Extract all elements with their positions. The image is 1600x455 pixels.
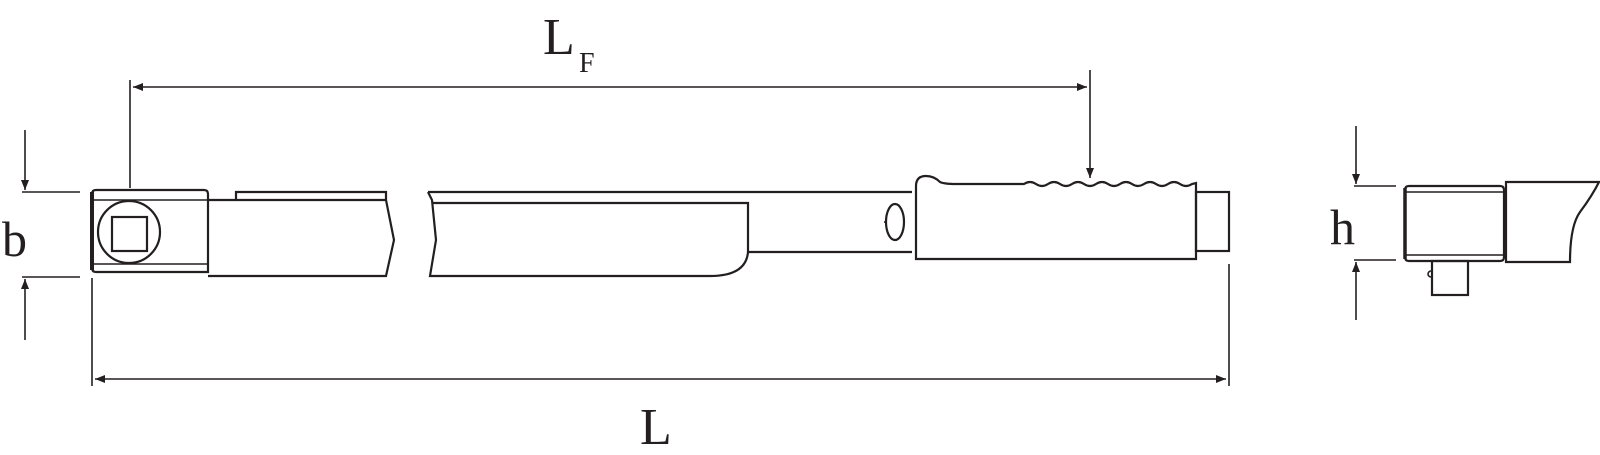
side-head-body xyxy=(1504,180,1600,264)
label-lf-main: L xyxy=(543,9,575,66)
drive-ring-icon xyxy=(96,199,162,265)
dimension-l: L xyxy=(91,264,1230,455)
dimension-h: h xyxy=(1330,126,1396,320)
wrench-handle xyxy=(914,174,1231,261)
label-l: L xyxy=(640,399,672,455)
detent-ball-icon xyxy=(1427,270,1432,278)
wrench-head xyxy=(90,188,210,274)
dimension-b: b xyxy=(2,130,80,340)
drive-square-icon xyxy=(110,215,149,253)
side-view xyxy=(1403,180,1600,297)
handle-end-cap xyxy=(1194,190,1231,253)
label-lf-sub: F xyxy=(579,48,595,79)
wrench-shaft-front xyxy=(208,190,396,278)
wrench-shaft-rear xyxy=(427,190,912,278)
top-view xyxy=(90,174,1231,278)
dimension-lf: L F xyxy=(129,9,1094,188)
label-b: b xyxy=(2,211,27,267)
label-h: h xyxy=(1330,199,1355,255)
drive-square-side xyxy=(1430,259,1470,297)
release-knob-icon xyxy=(884,202,906,242)
